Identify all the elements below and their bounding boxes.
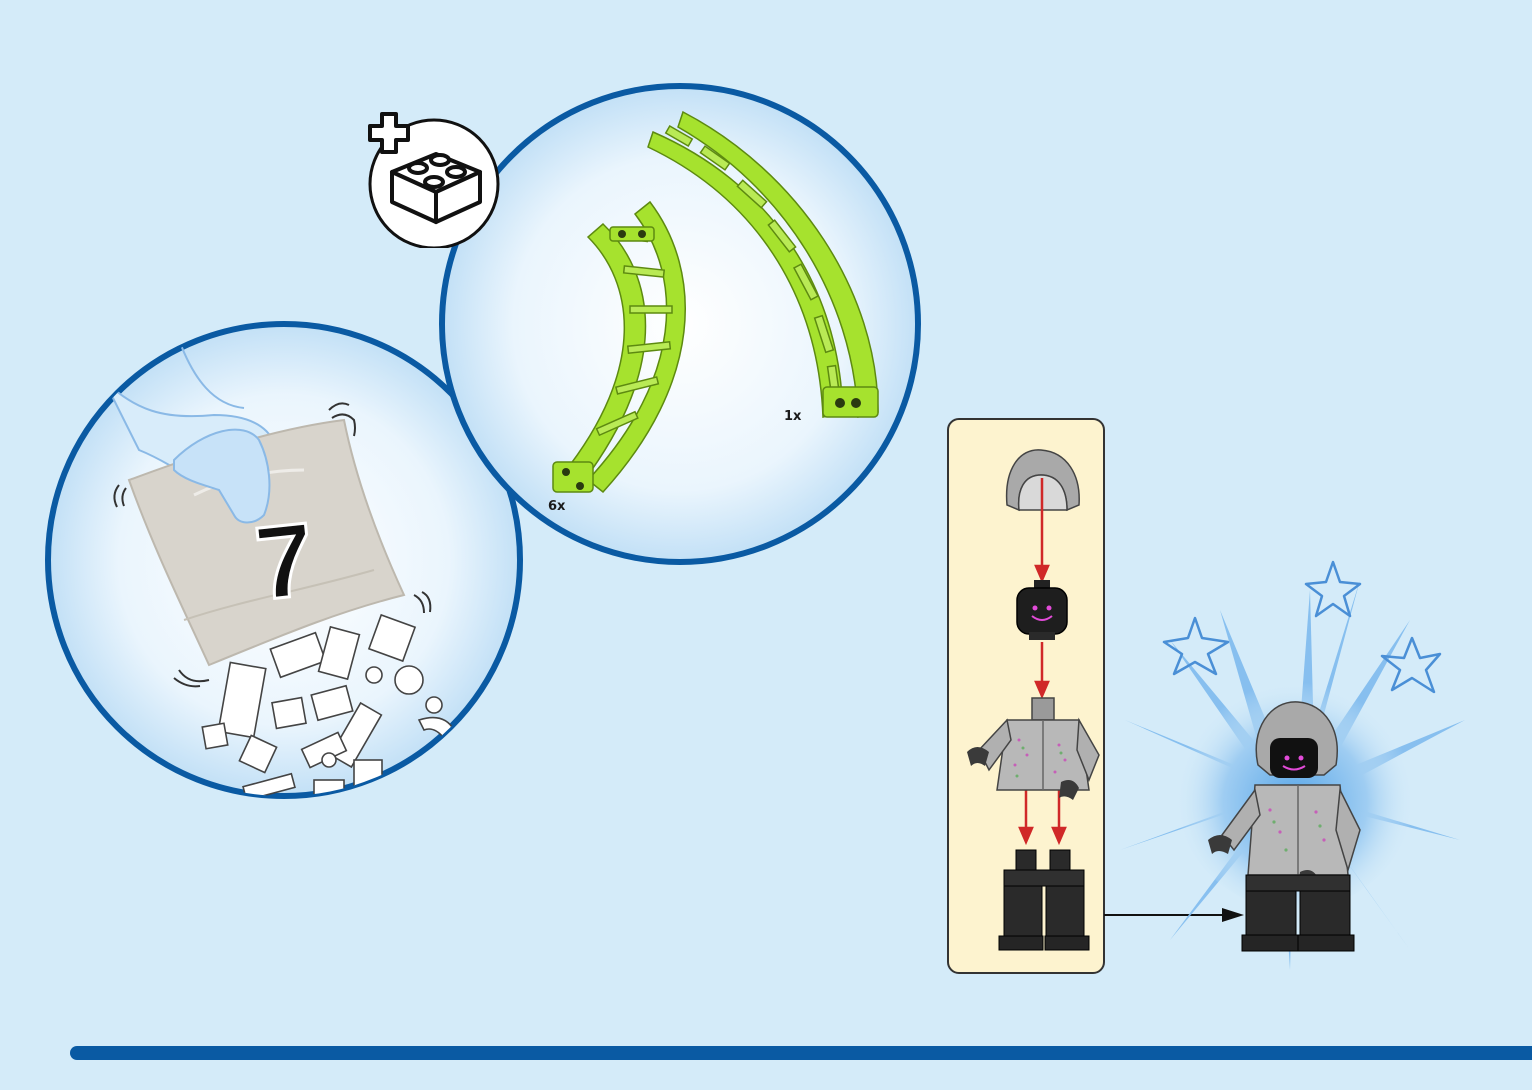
legs-icon	[999, 850, 1089, 950]
small-track-quantity: 6x	[548, 499, 565, 514]
completed-minifig	[1110, 550, 1480, 970]
torso-icon	[967, 698, 1099, 800]
bag-number: 7	[235, 506, 335, 619]
large-track-quantity: 1x	[784, 409, 801, 424]
minifig-assembly-panel	[947, 418, 1105, 974]
add-bricks-icon	[364, 108, 504, 248]
head-icon	[1017, 580, 1067, 640]
parts-callout-circle: 1x 6x	[438, 82, 922, 566]
footer-bar	[70, 1046, 1532, 1060]
